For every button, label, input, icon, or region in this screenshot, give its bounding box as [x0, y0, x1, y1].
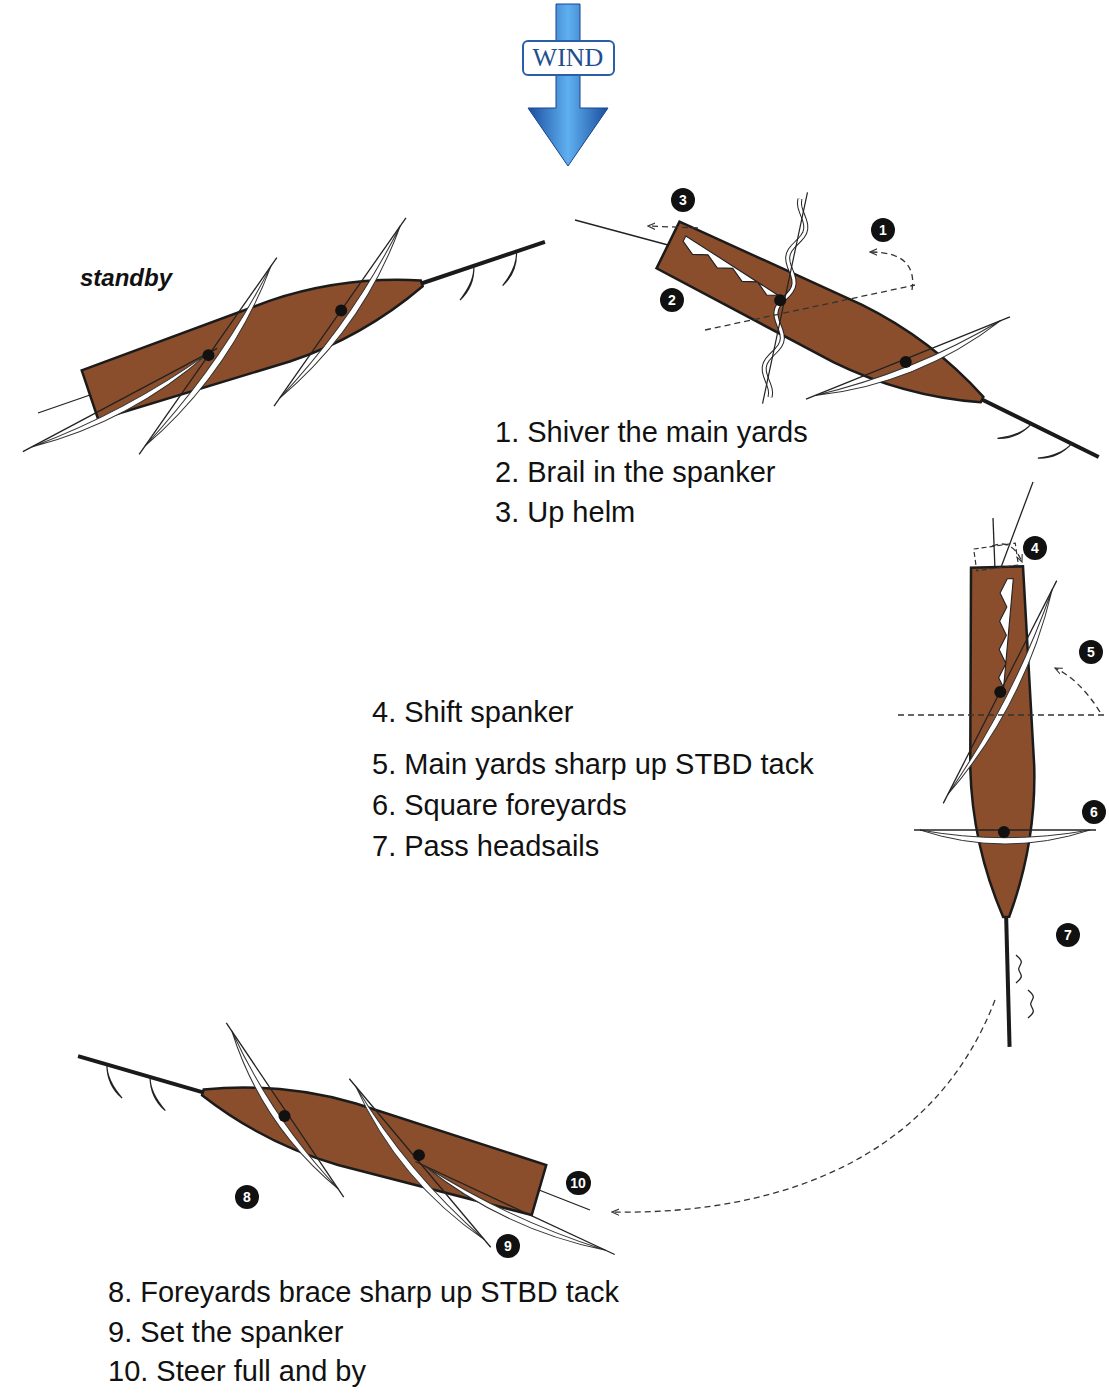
mast [774, 294, 786, 306]
yard-sail [215, 1023, 344, 1205]
headsail [1038, 433, 1072, 469]
helm-line [38, 395, 90, 413]
callout-text: 3 [679, 193, 687, 207]
helm-line [993, 518, 995, 570]
yard-sail [943, 581, 1069, 810]
callout-number: 4 [1023, 536, 1047, 560]
ship [69, 1025, 548, 1220]
previous-yard-position [898, 714, 1105, 715]
sail [815, 321, 1006, 409]
brailed-spanker [678, 236, 787, 301]
wind-label: WIND [533, 45, 604, 71]
step-instruction: 5. Main yards sharp up STBD tack [372, 750, 814, 779]
callout-text: 9 [504, 1239, 512, 1253]
yard-swing-arrow [870, 252, 913, 290]
callout-text: 6 [1090, 805, 1098, 819]
headsail [99, 1064, 130, 1098]
yard [23, 348, 217, 451]
callout-text: 5 [1087, 645, 1095, 659]
drawing-part [758, 199, 811, 397]
mast [994, 686, 1006, 698]
callout-number: 9 [496, 1234, 520, 1258]
sail [948, 590, 1065, 801]
step-instruction: 8. Foreyards brace sharp up STBD tack [108, 1278, 619, 1307]
bowsprit [964, 391, 1099, 457]
yard-sail [23, 348, 223, 462]
wind-label-box: WIND [522, 40, 615, 76]
mast [998, 826, 1010, 838]
ship [965, 566, 1042, 1048]
step-instruction: 4. Shift spanker [372, 698, 574, 727]
sail [220, 1031, 338, 1196]
drawing-part [763, 192, 808, 403]
sail [419, 1166, 605, 1261]
sail [32, 353, 214, 457]
turn-path-arrow [612, 1000, 995, 1212]
sail [280, 226, 412, 406]
yard-sail [339, 1079, 491, 1257]
mast [202, 349, 214, 361]
passing-headsail [1016, 955, 1021, 983]
passing-headsail [1028, 990, 1033, 1018]
callout-text: 10 [570, 1176, 586, 1190]
step-instruction: 6. Square foreyards [372, 791, 627, 820]
headsail [494, 251, 526, 285]
sail [345, 1086, 484, 1248]
yard [943, 581, 1056, 804]
headsail [451, 266, 483, 300]
callout-number: 7 [1056, 923, 1080, 947]
spanker-shift-arrow [992, 544, 1022, 562]
yard [274, 218, 406, 406]
callout-number: 10 [566, 1171, 591, 1195]
callout-text: 2 [668, 293, 676, 307]
headsail [142, 1077, 173, 1111]
callout-text: 1 [879, 223, 887, 237]
callout-number: 6 [1082, 800, 1106, 824]
callout-text: 8 [243, 1190, 251, 1204]
callout-number: 1 [871, 218, 895, 242]
brailed-spanker [996, 579, 1016, 692]
helm-line [575, 220, 668, 245]
ship-hull [80, 253, 432, 425]
step-instruction: 2. Brail in the spanker [495, 458, 775, 487]
yard-swing-arrow [1055, 668, 1100, 712]
callout-number: 2 [660, 288, 684, 312]
callout-text: 7 [1064, 928, 1072, 942]
yard-sail [410, 1162, 614, 1266]
mast [279, 1110, 291, 1122]
ship-hull [654, 216, 996, 428]
shivering-sail [757, 191, 814, 405]
yard-sail [274, 218, 417, 414]
mast [413, 1149, 425, 1161]
helm-arrow [648, 226, 698, 228]
step-instruction: 3. Up helm [495, 498, 635, 527]
sail [145, 266, 283, 454]
callout-number: 5 [1079, 640, 1103, 664]
mast [335, 304, 347, 316]
ship-hull [194, 1062, 548, 1221]
callout-number: 3 [671, 188, 695, 212]
state-label: standby [80, 266, 172, 290]
callout-text: 4 [1031, 541, 1039, 555]
yard [226, 1023, 343, 1197]
step-instruction: 10. Steer full and by [108, 1357, 366, 1386]
wind-arrow [528, 4, 608, 166]
previous-yard-position [705, 285, 915, 330]
step-instruction: 9. Set the spanker [108, 1318, 343, 1347]
ship-hull [965, 566, 1038, 918]
step-instruction: 7. Pass headsails [372, 832, 599, 861]
callout-number: 8 [235, 1185, 259, 1209]
drawing-part [758, 199, 811, 397]
yard-sail [806, 317, 1015, 412]
mast [900, 356, 912, 368]
step-instruction: 1. Shiver the main yards [495, 418, 808, 447]
bowsprit [1006, 897, 1010, 1047]
headsail [997, 413, 1031, 449]
yard [806, 317, 1010, 399]
